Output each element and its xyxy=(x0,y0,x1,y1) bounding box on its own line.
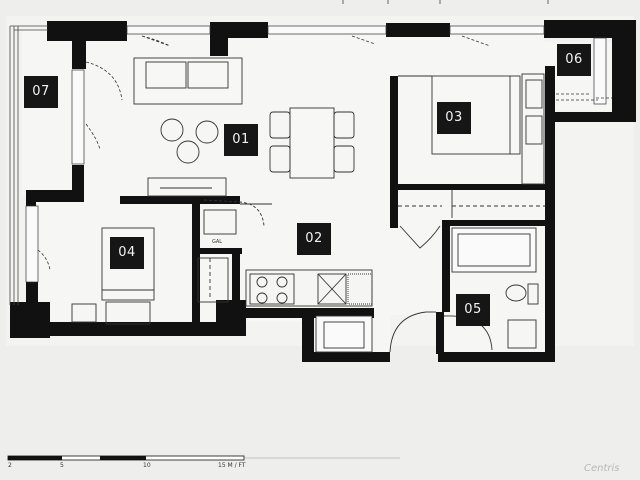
entrance-door xyxy=(389,311,436,353)
window-swings xyxy=(37,35,612,271)
closet xyxy=(398,190,545,249)
windows xyxy=(25,25,607,283)
scale-bar xyxy=(7,455,400,461)
structural-walls xyxy=(10,20,636,362)
room-tag-07: 07 xyxy=(24,76,58,108)
scale-tick-2: 2 xyxy=(8,462,12,469)
room-tag-03: 03 xyxy=(437,102,471,134)
living-furniture xyxy=(133,57,355,197)
kitchen-furniture xyxy=(197,199,373,353)
watermark: Centris xyxy=(584,463,620,474)
room-tag-05: 05 xyxy=(456,294,490,326)
room-tag-01: 01 xyxy=(224,124,258,156)
scale-tick-5: 5 xyxy=(60,462,64,469)
scale-unit: 15 M / FT xyxy=(218,462,246,469)
room-tag-04: 04 xyxy=(110,237,144,269)
gal-label: GAL xyxy=(212,239,223,245)
room-tag-06: 06 xyxy=(557,44,591,76)
room-tag-02: 02 xyxy=(297,223,331,255)
scale-tick-10: 10 xyxy=(143,462,151,469)
